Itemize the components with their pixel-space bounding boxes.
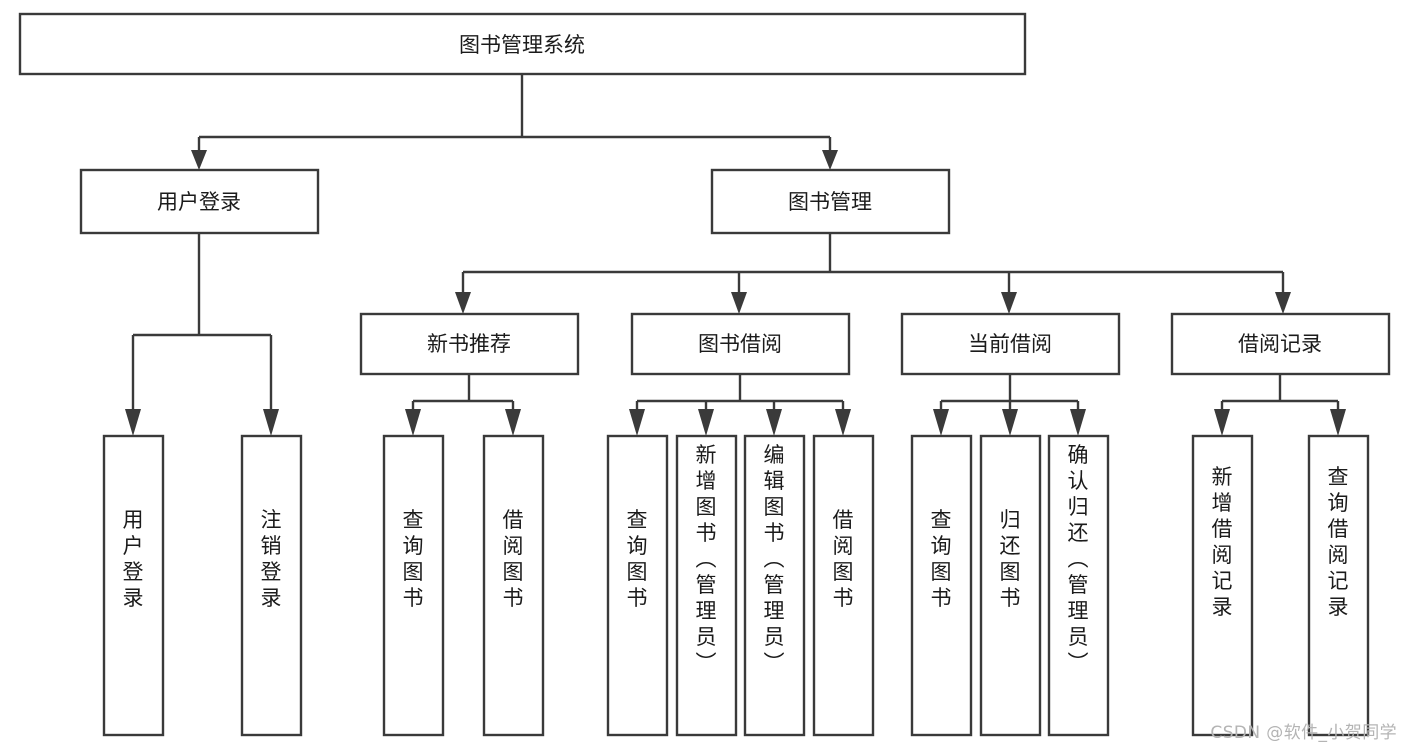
node-leaf-confirm-return-box[interactable] [1047, 434, 1110, 737]
node-leaf-query-book-1-box[interactable] [382, 434, 445, 737]
node-leaf-user-login-box[interactable] [102, 434, 165, 737]
node-current-borrow-label: 当前借阅 [968, 332, 1052, 356]
node-root-box[interactable] [18, 12, 1027, 76]
node-leaf-edit-book-label: 编辑图书︵管理员︶ [764, 443, 785, 675]
arrow-leaf-query-book-1 [405, 409, 421, 436]
node-user-login-label: 用户登录 [157, 190, 241, 214]
node-borrow-record-label: 借阅记录 [1238, 332, 1322, 356]
node-leaf-logout-login-box[interactable] [240, 434, 303, 737]
node-leaf-borrow-book-2-label: 借阅图书 [833, 508, 854, 610]
arrow-leaf-borrow-book-2 [835, 409, 851, 436]
node-leaf-borrow-book-1-box[interactable] [482, 434, 545, 737]
node-book-borrow-label: 图书借阅 [698, 332, 782, 356]
node-leaf-add-record[interactable]: 新增借阅记录 [1191, 434, 1254, 737]
node-leaf-return-book-label: 归还图书 [1000, 508, 1021, 610]
node-leaf-return-book[interactable]: 归还图书 [979, 434, 1042, 737]
node-leaf-query-book-1[interactable]: 查询图书 [382, 434, 445, 737]
node-current-borrow-box[interactable] [900, 312, 1121, 376]
node-leaf-query-book-3[interactable]: 查询图书 [910, 434, 973, 737]
node-leaf-borrow-book-2[interactable]: 借阅图书 [812, 434, 875, 737]
arrow-leaf-confirm-return [1070, 409, 1086, 436]
node-leaf-add-record-box[interactable] [1191, 434, 1254, 737]
arrow-leaf-query-record [1330, 409, 1346, 436]
node-leaf-logout-login[interactable]: 注销登录 [240, 434, 303, 737]
node-leaf-confirm-return[interactable]: 确认归还︵管理员︶ [1047, 434, 1110, 737]
node-leaf-query-book-3-label: 查询图书 [931, 508, 952, 610]
node-new-book-recommend-label: 新书推荐 [427, 332, 511, 356]
arrow-bm-to-book-borrow [731, 292, 747, 314]
arrow-leaf-borrow-book-1 [505, 409, 521, 436]
arrow-leaf-user-login [125, 409, 141, 436]
node-borrow-record-box[interactable] [1170, 312, 1391, 376]
node-new-book-recommend-box[interactable] [359, 312, 580, 376]
node-leaf-edit-book-box[interactable] [743, 434, 806, 737]
arrow-leaf-query-book-2 [629, 409, 645, 436]
arrow-leaf-logout-login [263, 409, 279, 436]
node-leaf-query-record[interactable]: 查询借阅记录 [1307, 434, 1370, 737]
node-leaf-confirm-return-label: 确认归还︵管理员︶ [1068, 443, 1089, 675]
node-leaf-query-book-1-label: 查询图书 [403, 508, 424, 610]
node-book-borrow[interactable]: 图书借阅 [630, 312, 851, 376]
arrow-leaf-add-record [1214, 409, 1230, 436]
arrow-root-to-book-management [822, 150, 838, 170]
node-borrow-record[interactable]: 借阅记录 [1170, 312, 1391, 376]
arrow-bm-to-new-book-recommend [455, 292, 471, 314]
node-leaf-borrow-book-1-label: 借阅图书 [503, 508, 524, 610]
node-leaf-user-login-label: 用户登录 [123, 508, 144, 610]
node-leaf-query-book-2[interactable]: 查询图书 [606, 434, 669, 737]
node-leaf-return-book-box[interactable] [979, 434, 1042, 737]
node-leaf-borrow-book-1[interactable]: 借阅图书 [482, 434, 545, 737]
node-leaf-query-book-2-box[interactable] [606, 434, 669, 737]
csdn-watermark: CSDN @软件_小贺同学 [1210, 723, 1397, 743]
node-root-label: 图书管理系统 [459, 33, 585, 57]
node-user-login[interactable]: 用户登录 [79, 168, 320, 235]
arrow-bm-to-current-borrow [1001, 292, 1017, 314]
node-leaf-add-record-label: 新增借阅记录 [1212, 465, 1233, 619]
arrow-leaf-return-book [1002, 409, 1018, 436]
node-leaf-add-book-label: 新增图书︵管理员︶ [696, 443, 717, 675]
arrow-leaf-add-book [698, 409, 714, 436]
node-leaf-edit-book[interactable]: 编辑图书︵管理员︶ [743, 434, 806, 737]
arrow-root-to-user-login [191, 150, 207, 170]
connector-layer [125, 75, 1346, 436]
node-leaf-query-book-2-label: 查询图书 [627, 508, 648, 610]
node-leaf-borrow-book-2-box[interactable] [812, 434, 875, 737]
node-book-management[interactable]: 图书管理 [710, 168, 951, 235]
node-book-management-box[interactable] [710, 168, 951, 235]
node-new-book-recommend[interactable]: 新书推荐 [359, 312, 580, 376]
node-book-management-label: 图书管理 [788, 190, 872, 214]
node-leaf-logout-login-label: 注销登录 [261, 508, 282, 610]
node-leaf-query-book-3-box[interactable] [910, 434, 973, 737]
node-leaf-add-book-box[interactable] [675, 434, 738, 737]
node-leaf-query-record-label: 查询借阅记录 [1328, 465, 1349, 619]
node-book-borrow-box[interactable] [630, 312, 851, 376]
node-current-borrow[interactable]: 当前借阅 [900, 312, 1121, 376]
node-leaf-add-book[interactable]: 新增图书︵管理员︶ [675, 434, 738, 737]
node-user-login-box[interactable] [79, 168, 320, 235]
node-leaf-user-login[interactable]: 用户登录 [102, 434, 165, 737]
node-leaf-query-record-box[interactable] [1307, 434, 1370, 737]
arrow-leaf-query-book-3 [933, 409, 949, 436]
arrow-leaf-edit-book [766, 409, 782, 436]
arrow-bm-to-borrow-record [1275, 292, 1291, 314]
node-root[interactable]: 图书管理系统 [18, 12, 1027, 76]
